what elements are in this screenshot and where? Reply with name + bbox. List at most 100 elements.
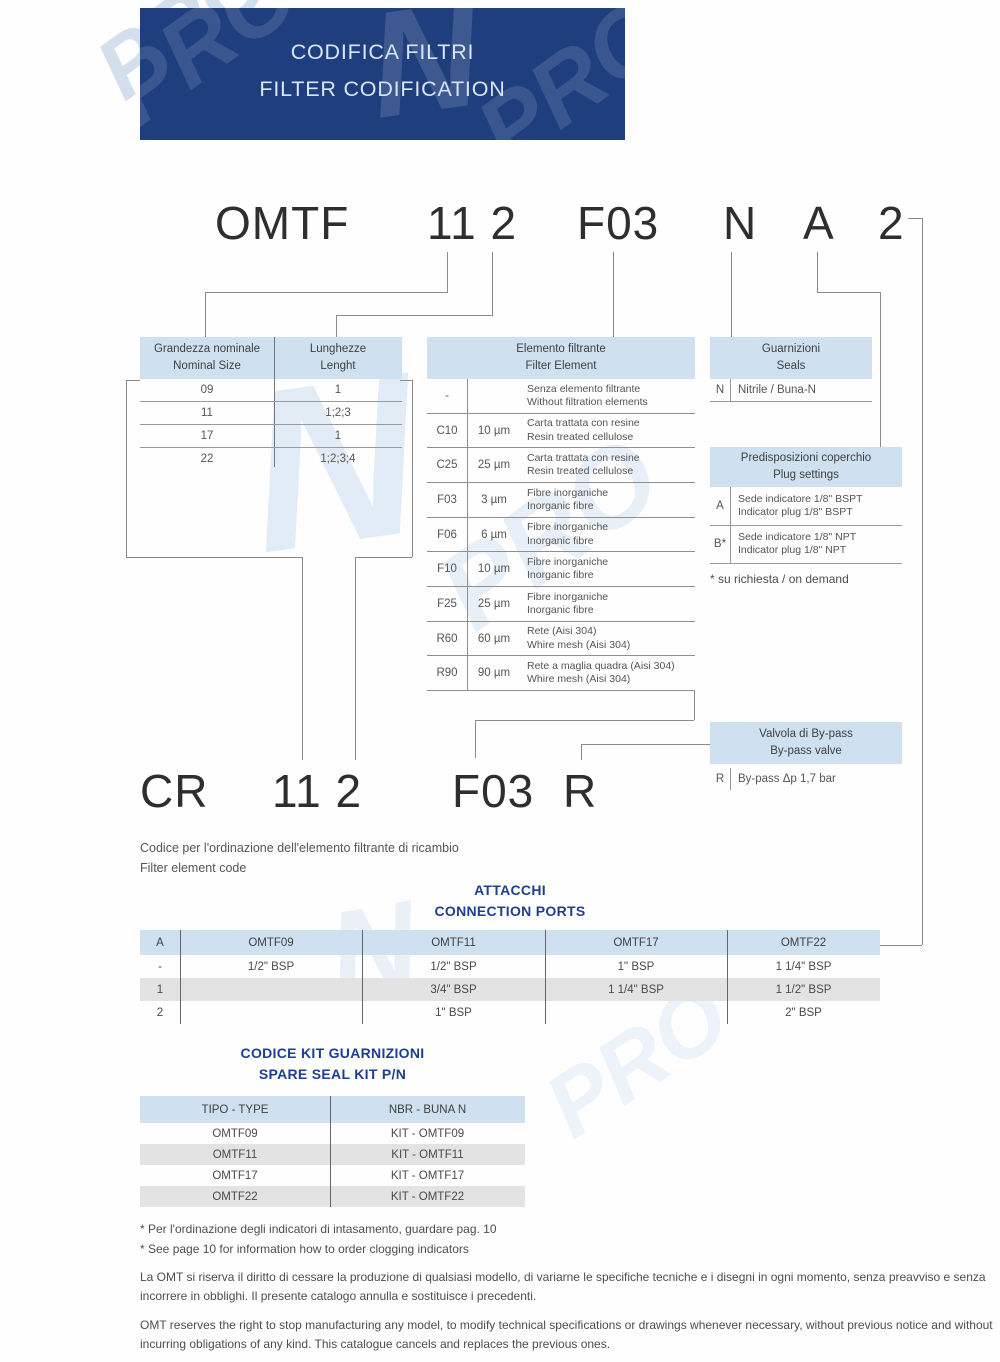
element-row: C10 10 µm Carta trattata con resine Resi… (427, 413, 695, 449)
element-description-en: Resin treated cellulose (527, 430, 634, 443)
line-segment (817, 292, 880, 293)
element-description: Rete (Aisi 304) Whire mesh (Aisi 304) (520, 622, 695, 656)
line-segment (355, 557, 356, 760)
ports-cell: 2" BSP (785, 1006, 822, 1019)
element-code: F03 (437, 493, 457, 506)
line-segment (908, 218, 922, 219)
element-description-it: Fibre inorganiche (527, 486, 609, 499)
element-code: - (445, 389, 449, 402)
line-segment (727, 930, 728, 1024)
line-segment (880, 292, 881, 447)
seal-kit-title-en: SPARE SEAL KIT P/N (258, 1066, 407, 1082)
seal-kit-pn: KIT - OMTF09 (390, 1127, 465, 1140)
ports-cell: 1" BSP (617, 960, 655, 973)
plug-header-en: Plug settings (773, 469, 839, 481)
element-code: F06 (437, 528, 457, 541)
size-value: 17 (200, 430, 214, 442)
top-code-element: F03 (577, 197, 660, 249)
size-value: 22 (200, 453, 214, 465)
size-value: 09 (200, 384, 214, 396)
ports-cell: 1 1/4" BSP (608, 983, 664, 996)
seal-kit-type: OMTF09 (212, 1127, 258, 1140)
plug-code: A (716, 500, 724, 512)
size-table-header: Grandezza nominale Lunghezze Nominal Siz… (140, 337, 402, 379)
ports-title: ATTACCHI CONNECTION PORTS (140, 880, 880, 922)
line-segment (205, 292, 448, 293)
element-description-en: Whire mesh (Aisi 304) (527, 673, 631, 686)
element-row: F06 6 µm Fibre inorganiche Inorganic fib… (427, 517, 695, 553)
element-description-it: Fibre inorganiche (527, 590, 609, 603)
element-code: C25 (436, 459, 458, 472)
line-segment (922, 218, 923, 945)
element-micron: 90 µm (467, 656, 520, 691)
element-description: Carta trattata con resine Resin treated … (520, 448, 695, 482)
seals-row: N Nitrile / Buna-N (710, 379, 872, 402)
seals-table-header: Guarnizioni Seals (710, 337, 872, 379)
seal-description: Nitrile / Buna-N (730, 379, 872, 401)
element-code: F25 (437, 597, 457, 610)
top-code-prefix: OMTF (215, 197, 350, 249)
ports-cell: 1" BSP (435, 1006, 472, 1019)
element-header-en: Filter Element (525, 360, 597, 372)
ports-row-label: 1 (156, 983, 164, 996)
element-table: - Senza elemento filtrante Without filtr… (427, 379, 695, 692)
line-segment (545, 930, 546, 1024)
seal-kit-header-row: TIPO - TYPE NBR - BUNA N (140, 1096, 525, 1123)
spare-code-element: F03 (452, 765, 535, 817)
seals-header-it: Guarnizioni (761, 342, 821, 355)
top-code-seal: N (723, 197, 758, 249)
ports-row-label: 2 (156, 1006, 164, 1019)
seal-kit-type: OMTF11 (212, 1148, 258, 1161)
element-micron (467, 379, 520, 413)
line-segment (475, 720, 694, 721)
top-code-size: 11 2 (427, 197, 518, 249)
element-row: F03 3 µm Fibre inorganiche Inorganic fib… (427, 483, 695, 518)
element-description-it: Carta trattata con resine (527, 417, 640, 430)
element-code: C10 (436, 424, 458, 437)
seal-kit-title: CODICE KIT GUARNIZIONI SPARE SEAL KIT P/… (140, 1043, 525, 1085)
line-segment (475, 720, 476, 758)
element-description-it: Fibre inorganiche (527, 521, 609, 534)
plug-description-it: Sede indicatore 1/8" BSPT (738, 492, 863, 505)
line-segment (126, 380, 140, 381)
line-segment (205, 292, 206, 337)
element-description: Fibre inorganiche Inorganic fibre (520, 483, 695, 517)
element-description: Fibre inorganiche Inorganic fibre (520, 518, 695, 552)
plug-note: * su richiesta / on demand (710, 572, 849, 586)
line-segment (336, 315, 337, 337)
line-segment (180, 930, 181, 1024)
element-micron: 6 µm (467, 517, 520, 552)
line-segment (336, 315, 493, 316)
ports-row: - 1/2" BSP 1/2" BSP 1" BSP 1 1/4" BSP (140, 955, 880, 978)
seal-kit-type: OMTF17 (212, 1169, 258, 1182)
plug-description: Sede indicatore 1/8" NPT Indicator plug … (730, 525, 902, 563)
line-segment (613, 252, 614, 337)
ports-table: A OMTF09 OMTF11 OMTF17 OMTF22 - 1/2" BSP… (140, 930, 880, 1024)
element-header-it: Elemento filtrante (516, 342, 606, 355)
element-description-it: Rete (Aisi 304) (527, 625, 597, 638)
line-segment (362, 930, 363, 1024)
element-table-header: Elemento filtrante Filter Element (427, 337, 695, 379)
seals-header-en: Seals (776, 360, 806, 372)
line-segment (581, 744, 710, 745)
ports-title-it: ATTACCHI (474, 882, 546, 898)
element-description-it: Carta trattata con resine (527, 452, 640, 465)
ports-cell: 1/2" BSP (247, 960, 295, 973)
spare-code-caption: Codice per l'ordinazione dell'elemento f… (140, 838, 459, 878)
banner-title-it: CODIFICA FILTRI (290, 40, 475, 64)
seal-kit-header-cell: TIPO - TYPE (201, 1103, 269, 1116)
banner-title-en: FILTER CODIFICATION (259, 76, 506, 101)
length-value: 1 (334, 384, 342, 396)
bypass-row: R By-pass Δp 1,7 bar (710, 768, 902, 790)
element-description-it: Rete a maglia quadra (Aisi 304) (527, 660, 675, 673)
size-row: 17 1 (140, 425, 402, 448)
ports-header-cell: OMTF22 (780, 936, 827, 949)
line-segment (694, 691, 695, 720)
plug-row: A Sede indicatore 1/8" BSPT Indicator pl… (710, 487, 902, 526)
ports-cell: 1 1/2" BSP (775, 983, 832, 996)
line-segment (302, 557, 303, 760)
disclaimer-en: OMT reserves the right to stop manufactu… (140, 1318, 993, 1351)
ports-row: 1 3/4" BSP 1 1/4" BSP 1 1/2" BSP (140, 978, 880, 1001)
plug-table-header: Predisposizioni coperchio Plug settings (710, 447, 902, 487)
